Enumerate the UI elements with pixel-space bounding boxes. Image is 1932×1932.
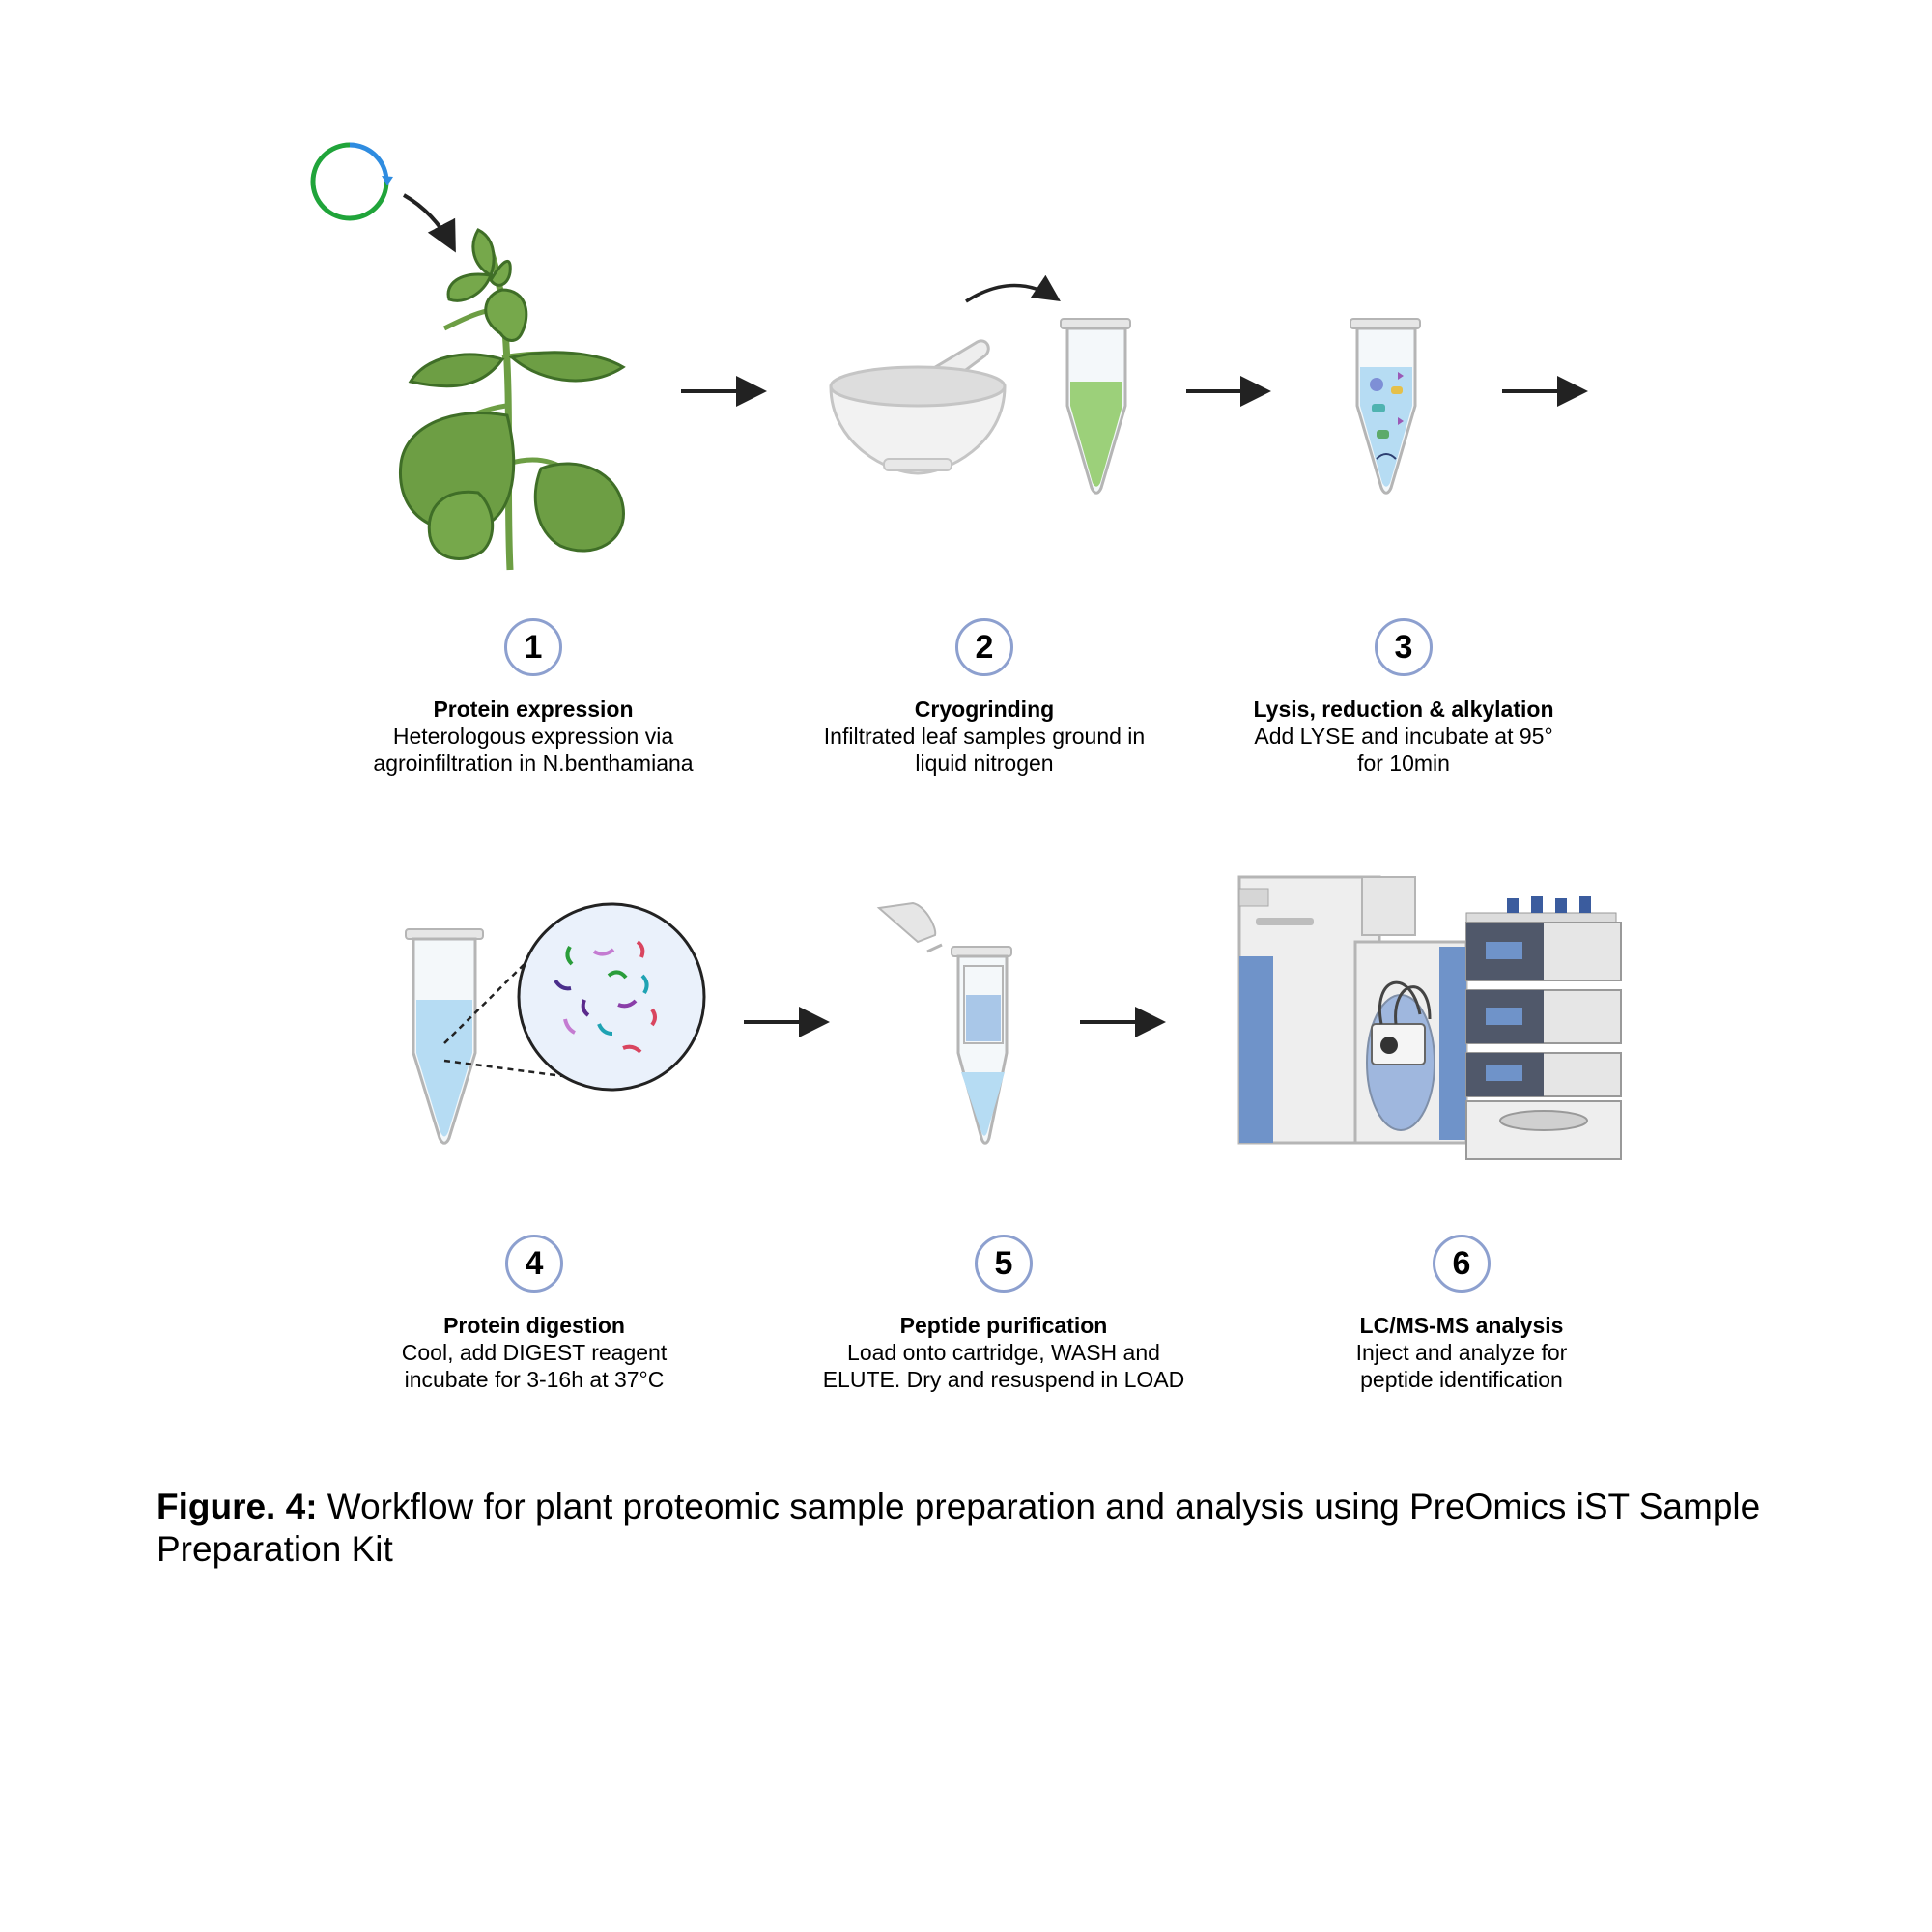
step-description: Cool, add DIGEST reagent incubate for 3-… (401, 1340, 668, 1392)
step-number-badge: 2 (955, 618, 1013, 676)
step-number-badge: 5 (975, 1235, 1033, 1293)
lc-ms-instrument-icon (1237, 875, 1622, 1160)
cartridge-tube-icon (876, 901, 1012, 1145)
tube-icon (1350, 318, 1421, 495)
step-title: Lysis, reduction & alkylation (1253, 696, 1554, 722)
step-title: Peptide purification (899, 1313, 1108, 1338)
plasmid-icon (310, 142, 393, 221)
step-description: Infiltrated leaf samples ground in liqui… (823, 724, 1146, 776)
step-4: 4 Protein digestion Cool, add DIGEST rea… (312, 1235, 756, 1393)
caption-text: Workflow for plant proteomic sample prep… (156, 1487, 1761, 1569)
step-description: Heterologous expression via agroinfiltra… (373, 724, 694, 776)
step-5: 5 Peptide purification Load onto cartrid… (781, 1235, 1226, 1393)
step-description: Add LYSE and incubate at 95° for 10min (1254, 724, 1553, 776)
step-number-badge: 6 (1433, 1235, 1491, 1293)
tube-icon (1060, 318, 1131, 495)
magnifier-guide-lines (443, 951, 579, 1080)
step-title: Protein expression (433, 696, 634, 722)
magnified-peptides-icon (517, 902, 706, 1092)
step-number-badge: 3 (1375, 618, 1433, 676)
step-title: Protein digestion (443, 1313, 625, 1338)
arrow-mortar-to-tube (965, 274, 1061, 303)
step-1: 1 Protein expression Heterologous expres… (311, 618, 755, 777)
step-6: 6 LC/MS-MS analysis Inject and analyze f… (1239, 1235, 1684, 1393)
step-title: LC/MS-MS analysis (1359, 1313, 1564, 1338)
arrow-plasmid-to-plant (403, 193, 456, 253)
step-2: 2 Cryogrinding Infiltrated leaf samples … (762, 618, 1207, 777)
step-description: Inject and analyze for peptide identific… (1355, 1340, 1568, 1392)
caption-label: Figure. 4: (156, 1487, 318, 1526)
figure-caption: Figure. 4: Workflow for plant proteomic … (156, 1486, 1895, 1571)
step-3: 3 Lysis, reduction & alkylation Add LYSE… (1181, 618, 1626, 777)
tube-icon (405, 928, 484, 1145)
step-number-badge: 1 (504, 618, 562, 676)
mortar-pestle-icon (829, 339, 1007, 475)
step-number-badge: 4 (505, 1235, 563, 1293)
step-title: Cryogrinding (914, 696, 1055, 722)
plant-icon (398, 228, 626, 571)
step-description: Load onto cartridge, WASH and ELUTE. Dry… (822, 1340, 1185, 1392)
